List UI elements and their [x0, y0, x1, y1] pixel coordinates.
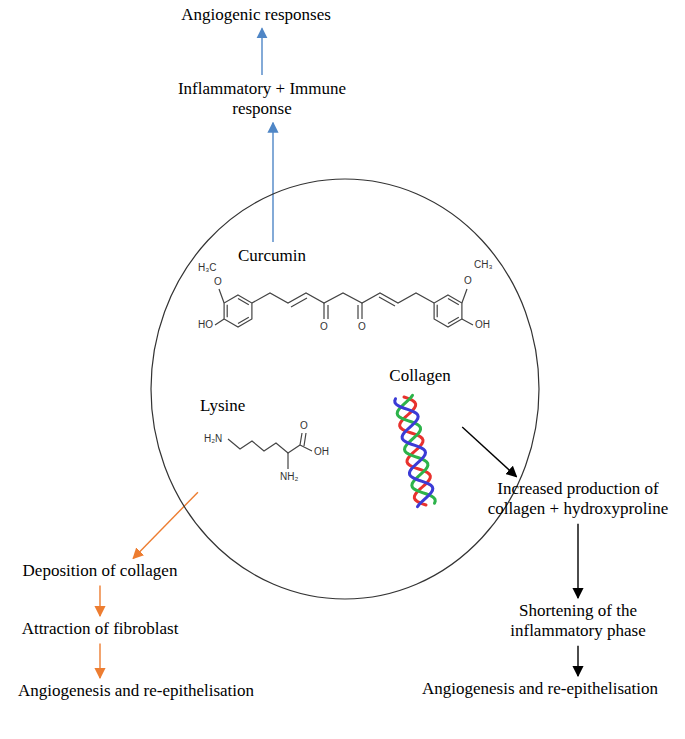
process-text: Attraction of fibroblast — [20, 618, 181, 640]
flow-arrow — [462, 427, 516, 477]
carbon-chain — [252, 293, 434, 303]
atom-label: OH — [314, 446, 329, 458]
atom-label: NH₂ — [280, 471, 298, 483]
circle-outline — [151, 179, 539, 599]
node-label: Curcumin — [198, 245, 498, 267]
flow-arrow — [99, 643, 100, 678]
benzene-ring — [434, 295, 462, 327]
flow-arrow — [261, 28, 262, 75]
atom-label: O — [300, 420, 308, 432]
node-label: Angiogenic responses — [179, 4, 333, 26]
atom-label: OH — [475, 319, 490, 331]
atom-label: O — [358, 321, 366, 333]
atom-label: H₂N — [204, 433, 222, 445]
curcumin-structure — [215, 289, 473, 327]
atom-label: O — [320, 321, 328, 333]
molecule-node: Collagen — [380, 365, 460, 515]
molecule-node: Curcumin — [198, 245, 498, 355]
ring-double-bonds — [227, 299, 249, 324]
atom-label: CH₃ — [474, 259, 493, 271]
atom-label: HO — [198, 319, 213, 331]
node-label: Angiogenesis and re-epithelisation — [16, 680, 256, 702]
flow-arrow — [577, 646, 578, 676]
lysine-structure — [228, 433, 312, 469]
carbon-chain — [228, 439, 300, 453]
atom-label: O — [464, 275, 472, 287]
node-label: Angiogenesis and re-epithelisation — [420, 678, 660, 700]
node-label: Lysine — [200, 395, 330, 417]
outcome-text: Angiogenesis and re-epithelisation — [420, 678, 660, 700]
node-label: Shortening of the inflammatory phase — [498, 600, 658, 643]
substituent-bonds — [215, 289, 473, 325]
atom-label: O — [214, 276, 222, 288]
node-label: Attraction of fibroblast — [20, 618, 181, 640]
benzene-ring — [224, 295, 252, 327]
ring-double-bonds — [437, 299, 459, 324]
process-text: Increased production of collagen + hydro… — [478, 478, 678, 521]
node-label: Collagen — [380, 365, 460, 387]
node-label: Increased production of collagen + hydro… — [478, 478, 678, 521]
atom-label: H₃C — [198, 262, 217, 274]
flow-arrow — [577, 524, 578, 598]
node-label: Deposition of collagen — [21, 560, 180, 582]
process-text: Shortening of the inflammatory phase — [498, 600, 658, 643]
alkene-bonds — [291, 297, 395, 307]
response-text: Angiogenic responses — [179, 4, 333, 26]
flow-arrow — [133, 492, 198, 558]
collagen-helix — [395, 395, 435, 506]
carbonyl-bonds — [324, 303, 362, 319]
helix-strand — [397, 395, 435, 503]
circle-outline — [150, 178, 540, 600]
helix-strand — [395, 399, 433, 507]
flow-arrow — [99, 585, 100, 616]
process-text: Deposition of collagen — [21, 560, 180, 582]
outcome-text: Angiogenesis and re-epithelisation — [16, 680, 256, 702]
response-text: Inflammatory + Immune response — [170, 78, 355, 121]
scope-circle: CurcuminLysine Collagen — [150, 178, 540, 600]
functional-bonds — [288, 433, 312, 469]
node-label: Inflammatory + Immune response — [170, 78, 355, 121]
flow-arrow — [272, 123, 273, 242]
